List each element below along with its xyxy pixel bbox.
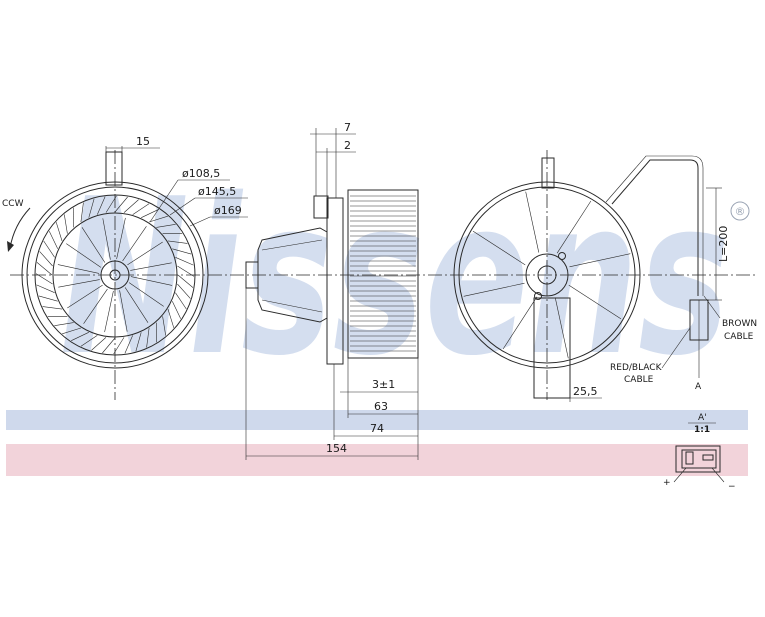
dim-63-text: 63 [374,400,388,413]
dia-mid-text: ø145,5 [198,185,236,198]
ccw-arrow [10,208,30,248]
dim-3-text: 3±1 [372,378,395,391]
watermark-band-pink [6,444,748,476]
section-a-mark: A [695,382,702,392]
red-black-line2: CABLE [624,375,654,385]
cable-length-text: L=200 [717,226,730,262]
plus-symbol: + [663,478,671,488]
brown-cable-line2: CABLE [724,332,754,342]
front-blade [39,296,58,301]
ccw-arrowhead-icon [7,241,14,252]
front-blade [49,231,57,249]
red-black-line1: RED/BLACK [610,363,663,373]
dia-inner-text: ø108,5 [182,167,220,180]
registered-symbol-text: ® [735,205,746,218]
front-blade [37,262,52,275]
dim-15-text: 15 [136,135,150,148]
dim-7-text: 7 [344,121,351,134]
front-blade [37,285,55,293]
rotation-label: CCW [2,199,24,209]
dim-154-text: 154 [326,442,347,455]
detail-scale: 1:1 [694,425,710,435]
front-blade [44,241,55,257]
dim-2-text: 2 [344,139,351,152]
front-blade [40,251,53,266]
dia-outer-text: ø169 [214,204,242,217]
dim-25-5-text: 25,5 [573,385,598,398]
brown-cable-line1: BROWN [722,319,757,329]
dim-74-text: 74 [370,422,384,435]
detail-title: A' [698,413,707,423]
minus-symbol: − [728,482,736,492]
